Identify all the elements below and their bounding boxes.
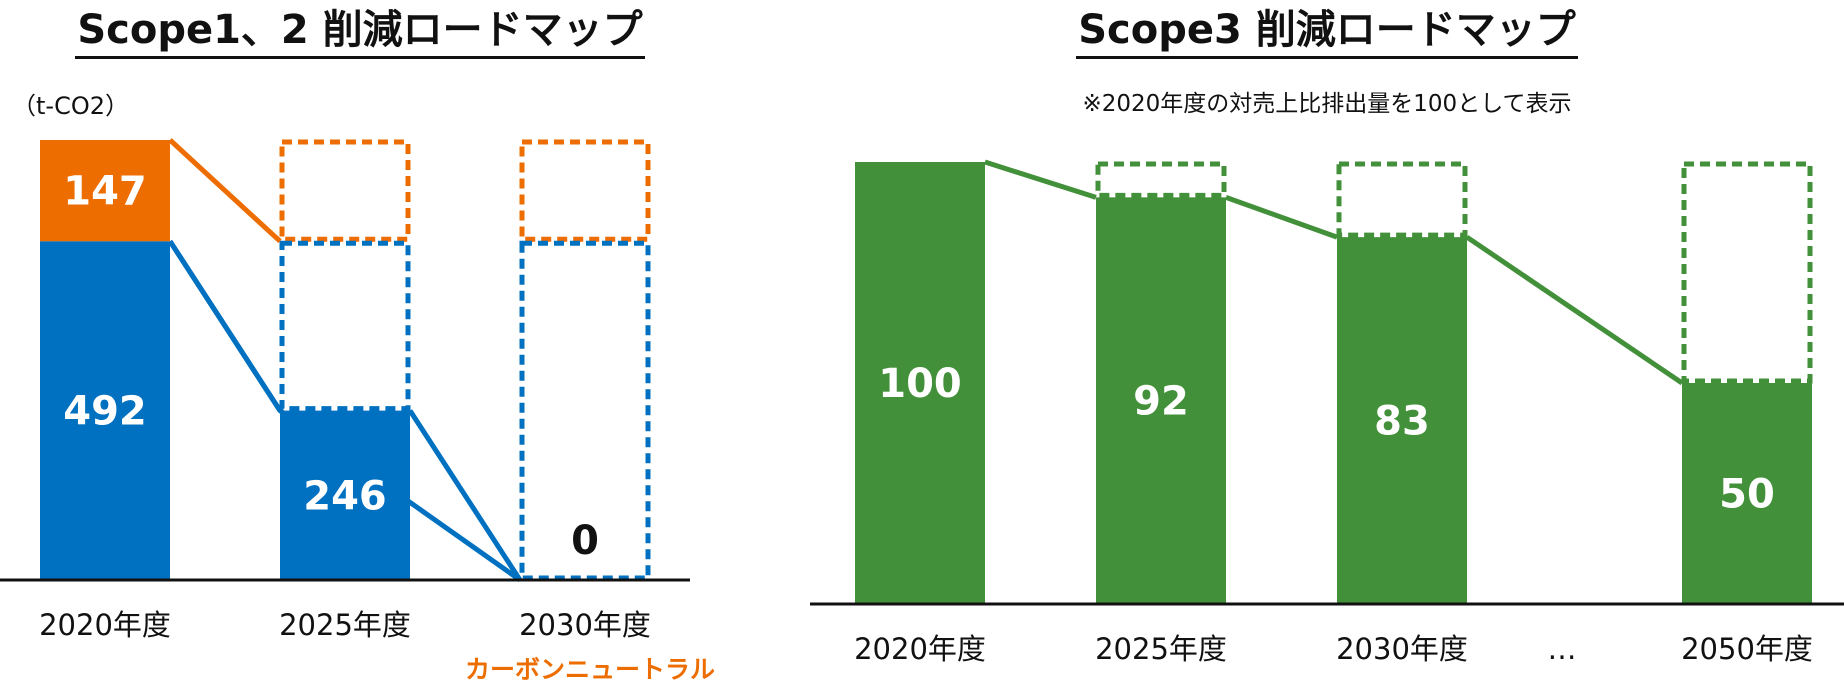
scope3-target-outline-2 bbox=[1336, 161, 1468, 238]
scope2-value-label-0: 492 bbox=[63, 389, 147, 435]
scope3-chart-svg: 100 92 83 50 2020年度 2025年度 2030年度 2050年度 … bbox=[810, 159, 1844, 666]
scope2-target-outline-2 bbox=[519, 240, 651, 581]
scope12-unit-label: （t-CO2） bbox=[12, 92, 129, 120]
scope3-value-label-3: 50 bbox=[1719, 472, 1775, 518]
scope1-target-outline-2 bbox=[519, 139, 651, 242]
scope2-bar-0 bbox=[40, 241, 170, 581]
scope3-chart-panel: Scope3 削減ロードマップ ※2020年度の対売上比排出量を100として表示… bbox=[810, 0, 1844, 688]
scope3-note: ※2020年度の対売上比排出量を100として表示 bbox=[1082, 91, 1572, 117]
scope3-target-outline-1 bbox=[1095, 161, 1227, 198]
scope12-chart-panel: Scope1、2 削減ロードマップ （t-CO2） 492 246 0 147 2020… bbox=[0, 0, 720, 688]
scope2-value-label-1: 246 bbox=[303, 473, 387, 519]
scope2-bar-1 bbox=[280, 410, 410, 580]
scope2-value-label-2: 0 bbox=[571, 518, 599, 564]
scope3-value-label-1: 92 bbox=[1133, 379, 1189, 425]
scope3-x-tick-3: 2050年度 bbox=[1681, 632, 1813, 666]
scope3-trend-line-2 bbox=[1465, 235, 1684, 386]
scope3-bar-1 bbox=[1096, 197, 1226, 605]
scope1-value-label-0: 147 bbox=[63, 169, 147, 215]
scope3-trend-line-0 bbox=[984, 159, 1097, 200]
scope12-chart-title-text: Scope1、2 削減ロードマップ bbox=[75, 4, 645, 59]
scope1-trend-line bbox=[168, 138, 282, 244]
scope12-x-tick-0: 2020年度 bbox=[39, 608, 171, 642]
scope3-x-tick-0: 2020年度 bbox=[854, 632, 986, 666]
scope12-x-tick-2: 2030年度 bbox=[519, 608, 651, 642]
scope2-trend-line-1 bbox=[167, 239, 283, 412]
scope3-x-tick-2: 2030年度 bbox=[1336, 632, 1468, 666]
scope2-trend-line-2 bbox=[407, 409, 523, 582]
carbon-neutral-annotation: カーボンニュートラル bbox=[465, 655, 715, 684]
scope3-target-outline-3 bbox=[1681, 161, 1813, 384]
scope3-bar-2 bbox=[1337, 237, 1467, 604]
scope3-trend-line-1 bbox=[1225, 195, 1338, 240]
scope1-bar-0 bbox=[40, 140, 170, 242]
scope3-chart-title: Scope3 削減ロードマップ bbox=[810, 2, 1844, 59]
scope3-value-label-2: 83 bbox=[1374, 399, 1430, 445]
scope12-chart-title: Scope1、2 削減ロードマップ bbox=[0, 2, 720, 59]
scope2-target-outline-1 bbox=[279, 240, 411, 412]
scope3-bar-3 bbox=[1682, 383, 1812, 604]
scope3-ellipsis: … bbox=[1548, 632, 1577, 666]
scope1-target-outline-1 bbox=[279, 139, 411, 242]
scope3-bar-0 bbox=[855, 162, 985, 604]
scope3-chart-title-text: Scope3 削減ロードマップ bbox=[1076, 4, 1578, 59]
scope3-value-label-0: 100 bbox=[878, 361, 962, 407]
scope12-x-tick-1: 2025年度 bbox=[279, 608, 411, 642]
scope3-x-tick-1: 2025年度 bbox=[1095, 632, 1227, 666]
